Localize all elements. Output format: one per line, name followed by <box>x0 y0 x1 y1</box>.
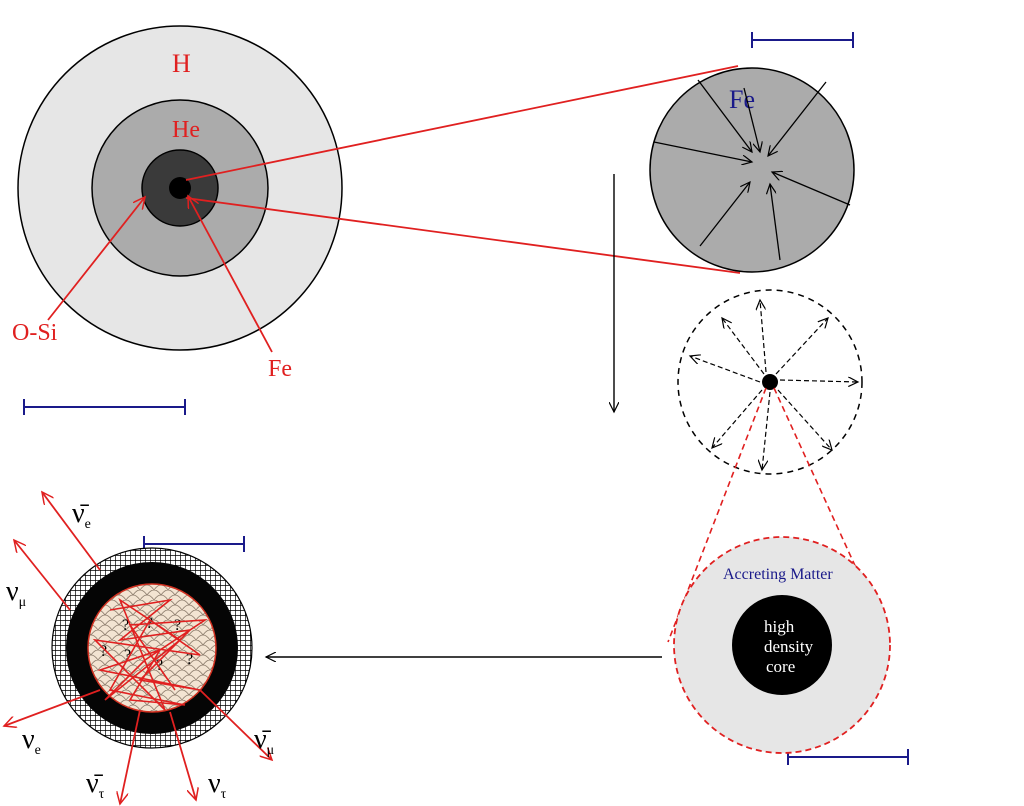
label-anti-nu-e: ν̄e <box>72 498 91 532</box>
accreting-matter-region: Accreting Matter high density core <box>673 536 891 754</box>
label-nu-mu: νμ <box>6 576 26 610</box>
label-fe-star: Fe <box>268 356 292 382</box>
label-core-line1: high <box>764 617 795 636</box>
label-nu-e: νe <box>22 724 41 758</box>
label-anti-nu-mu: ν̄μ <box>254 724 274 758</box>
pointer-o-si <box>47 197 145 321</box>
scale-bar-star <box>23 399 186 415</box>
svg-text:?: ? <box>156 657 163 674</box>
scale-bar-iron-core <box>751 32 854 48</box>
pointer-fe <box>188 196 273 353</box>
high-density-core <box>732 595 832 695</box>
collapsing-iron-core: Fe <box>649 67 855 273</box>
neutrino-arrows <box>4 492 272 804</box>
label-core-line2: density <box>764 637 814 656</box>
zoom-line-bottom <box>185 197 741 274</box>
proto-neutron-star-dot <box>762 374 778 390</box>
core-bounce <box>677 289 863 475</box>
zoom-dash-right <box>773 387 889 639</box>
svg-text:?: ? <box>124 647 131 664</box>
arrow-anti-nu-mu <box>199 689 272 760</box>
label-h: H <box>172 49 191 78</box>
label-core-line3: core <box>766 657 795 676</box>
svg-text:?: ? <box>100 643 107 660</box>
label-nu-tau: ντ <box>208 768 227 802</box>
neutrino-random-walk <box>92 597 208 711</box>
scale-bar-accretion <box>787 749 909 765</box>
label-he: He <box>172 117 200 143</box>
label-anti-nu-tau: ν̄τ <box>86 768 105 802</box>
zoom-dash-left <box>667 387 767 643</box>
star-onion-structure: H He O-Si Fe <box>12 25 343 382</box>
label-fe-core: Fe <box>729 85 755 114</box>
arrow-anti-nu-tau <box>120 709 141 804</box>
arrow-anti-nu-e <box>42 492 101 571</box>
arrow-nu-tau <box>169 711 196 800</box>
arrow-nu-e <box>4 689 101 726</box>
arrow-nu-mu <box>14 540 71 611</box>
iron-core-dot <box>169 177 191 199</box>
label-accreting-matter: Accreting Matter <box>723 566 833 583</box>
zoom-line-top <box>185 65 739 181</box>
neutron-star: ? ? ? ? ? ? ? <box>51 547 253 749</box>
label-o-si: O-Si <box>12 320 58 346</box>
svg-text:?: ? <box>186 651 193 668</box>
svg-text:?: ? <box>174 617 181 634</box>
svg-text:?: ? <box>122 617 129 634</box>
